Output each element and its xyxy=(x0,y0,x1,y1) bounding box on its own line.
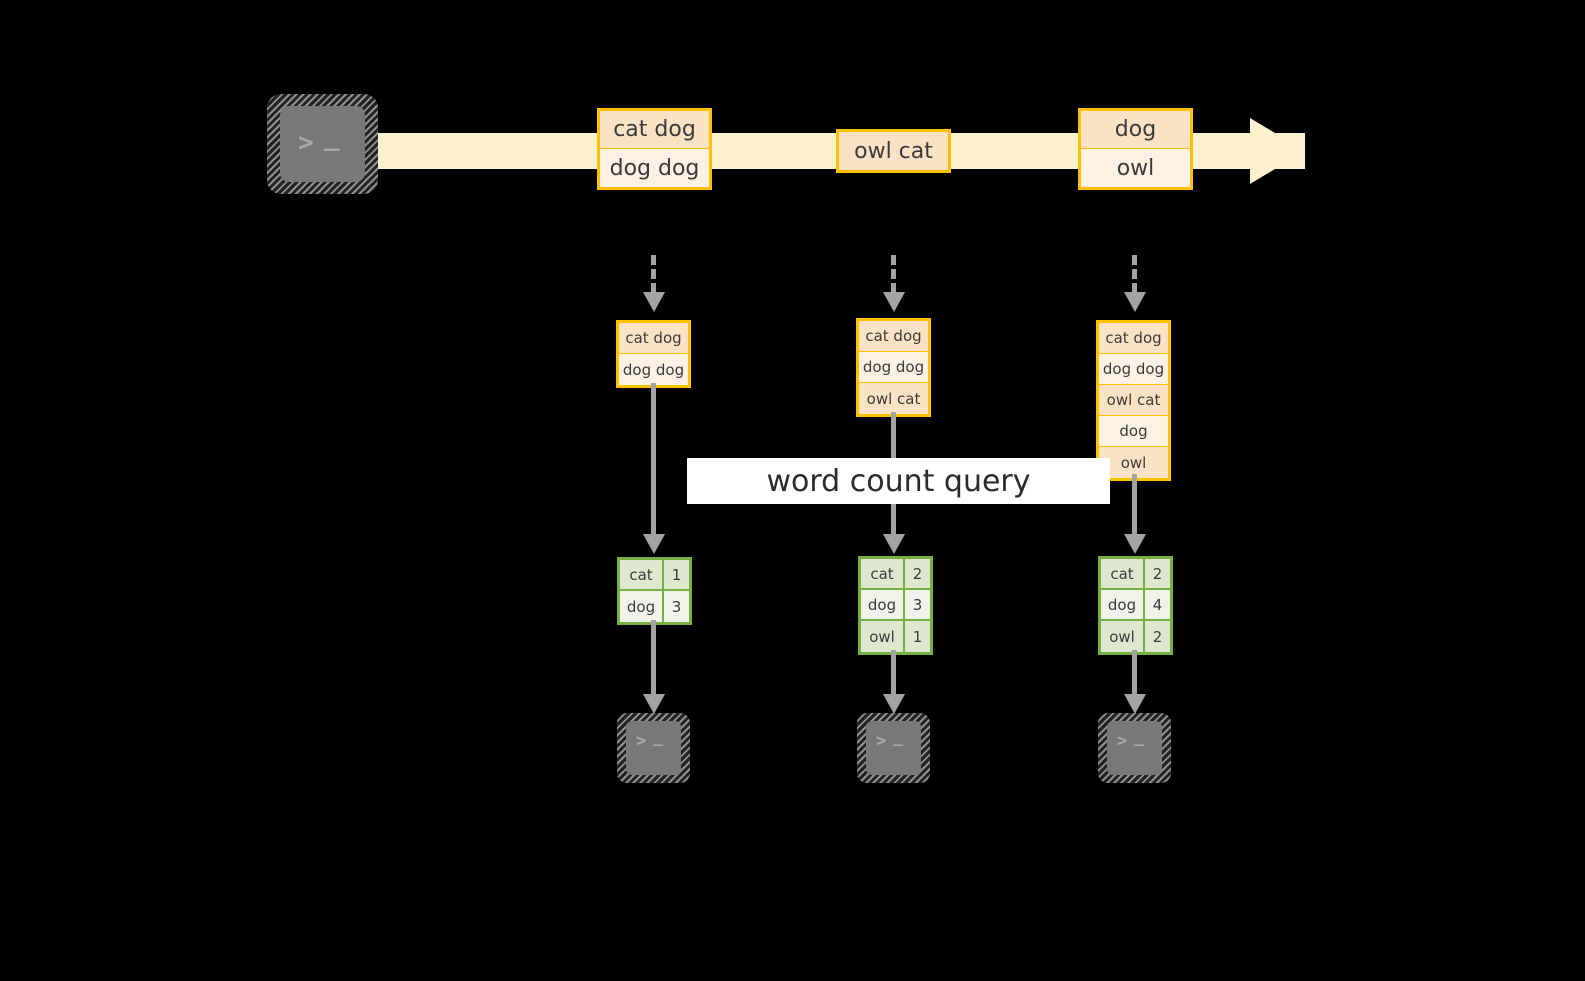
sink-terminal-prompt-glyph-3: > xyxy=(1117,731,1129,751)
result-word-cell: dog xyxy=(620,591,664,622)
sink-terminal-icon-3[interactable]: > _ xyxy=(1098,713,1171,783)
sink-terminal-icon-2[interactable]: > _ xyxy=(857,713,930,783)
query-label-text: word count query xyxy=(766,463,1031,499)
result-word-cell: owl xyxy=(861,621,905,652)
result-word-cell: dog xyxy=(1101,590,1145,619)
result-count-cell: 4 xyxy=(1145,590,1170,619)
stream-record-row: owl xyxy=(1081,149,1190,187)
snapshot-input-row: cat dog xyxy=(1099,323,1168,354)
snapshot-input-row: cat dog xyxy=(859,321,928,352)
stream-record-group-2[interactable]: owl cat xyxy=(836,129,951,173)
stream-record-row: dog dog xyxy=(600,149,709,187)
source-terminal-icon[interactable]: > _ xyxy=(267,94,378,194)
result-word-cell: cat xyxy=(1101,559,1145,588)
result-count-cell: 2 xyxy=(1145,559,1170,588)
snapshot-input-row: cat dog xyxy=(619,323,688,354)
snapshot-input-row: dog dog xyxy=(619,354,688,385)
result-word-cell: owl xyxy=(1101,621,1145,652)
snapshot-input-row: owl cat xyxy=(1099,385,1168,416)
query-connector-arrowhead-2 xyxy=(883,534,905,554)
snapshot-feed-dash-3 xyxy=(1132,255,1137,293)
snapshot-input-row: dog xyxy=(1099,416,1168,447)
query-connector-line-3 xyxy=(1132,474,1137,535)
result-word-cell: cat xyxy=(861,559,905,588)
sink-terminal-icon-1[interactable]: > _ xyxy=(617,713,690,783)
sink-connector-line-1 xyxy=(651,620,656,695)
source-terminal-screen xyxy=(280,106,365,182)
result-count-cell: 3 xyxy=(905,590,930,619)
result-word-cell: cat xyxy=(620,560,664,589)
snapshot-feed-dash-1 xyxy=(651,255,656,293)
stream-arrow-head xyxy=(1250,118,1305,184)
sink-terminal-screen-3 xyxy=(1107,721,1162,775)
source-terminal-prompt-glyph: > xyxy=(298,128,315,158)
sink-connector-arrowhead-3 xyxy=(1124,694,1146,714)
sink-terminal-cursor-glyph-3: _ xyxy=(1134,727,1146,747)
snapshot-feed-arrowhead-3 xyxy=(1124,292,1146,312)
result-count-cell: 1 xyxy=(664,560,689,589)
sink-terminal-prompt-glyph-2: > xyxy=(876,731,888,751)
source-terminal-cursor-glyph: _ xyxy=(324,122,341,152)
sink-terminal-prompt-glyph-1: > xyxy=(636,731,648,751)
snapshot-input-row: dog dog xyxy=(1099,354,1168,385)
sink-connector-line-2 xyxy=(891,650,896,695)
result-count-cell: 2 xyxy=(1145,621,1170,652)
sink-terminal-cursor-glyph-2: _ xyxy=(893,727,905,747)
query-connector-arrowhead-3 xyxy=(1124,534,1146,554)
stream-record-row: owl cat xyxy=(839,132,948,170)
stream-record-row: cat dog xyxy=(600,111,709,149)
snapshot-feed-arrowhead-2 xyxy=(883,292,905,312)
result-word-cell: dog xyxy=(861,590,905,619)
sink-terminal-cursor-glyph-1: _ xyxy=(653,727,665,747)
sink-terminal-screen-1 xyxy=(626,721,681,775)
query-connector-line-1 xyxy=(651,383,656,535)
snapshot-input-row: dog dog xyxy=(859,352,928,383)
sink-connector-line-3 xyxy=(1132,650,1137,695)
result-count-cell: 2 xyxy=(905,559,930,588)
stream-record-row: dog xyxy=(1081,111,1190,149)
result-count-cell: 3 xyxy=(664,591,689,622)
sink-connector-arrowhead-2 xyxy=(883,694,905,714)
snapshot-input-row: owl xyxy=(1099,447,1168,478)
sink-connector-arrowhead-1 xyxy=(643,694,665,714)
result-count-cell: 1 xyxy=(905,621,930,652)
snapshot-input-row: owl cat xyxy=(859,383,928,414)
snapshot-feed-arrowhead-1 xyxy=(643,292,665,312)
sink-terminal-screen-2 xyxy=(866,721,921,775)
query-label-band: word count query xyxy=(687,458,1110,504)
snapshot-feed-dash-2 xyxy=(891,255,896,293)
query-connector-arrowhead-1 xyxy=(643,534,665,554)
